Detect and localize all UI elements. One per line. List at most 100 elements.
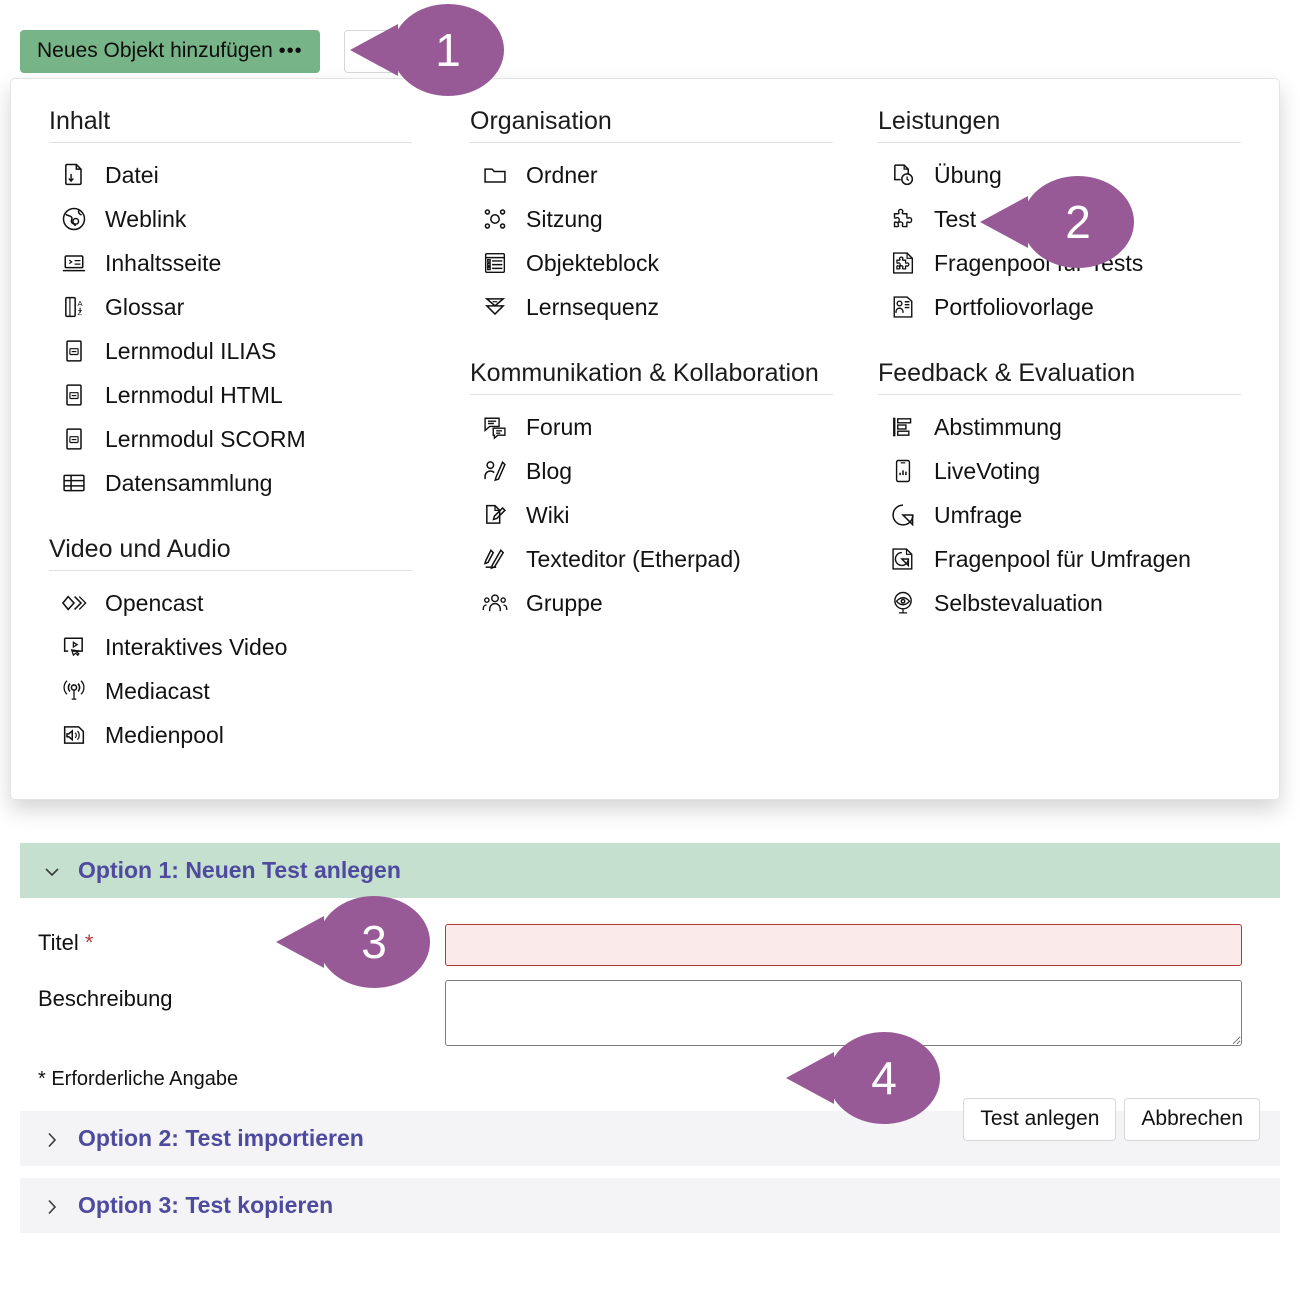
menu-item-label: Ordner	[526, 161, 598, 188]
learning-module-icon	[59, 336, 89, 366]
menu-item-label: Lernmodul ILIAS	[105, 337, 277, 364]
folder-icon	[480, 160, 510, 190]
question-pool-test-icon	[888, 248, 918, 278]
required-note: * Erforderliche Angabe	[38, 1068, 239, 1090]
menu-item-forum[interactable]: Forum	[470, 405, 833, 449]
form-actions: Test anlegen Abbrechen	[963, 1098, 1260, 1141]
menu-item-interaktives-video[interactable]: Interaktives Video	[49, 625, 425, 669]
menu-item-lernmodul-html[interactable]: Lernmodul HTML	[49, 373, 425, 417]
livevoting-phone-icon	[888, 456, 918, 486]
cancel-button[interactable]: Abbrechen	[1124, 1098, 1260, 1141]
menu-item-label: Test	[934, 205, 977, 232]
group-title: Leistungen	[878, 107, 1001, 135]
menu-item-label: Opencast	[105, 589, 204, 616]
opencast-diamond-icon	[59, 588, 89, 618]
menu-item-label: Sitzung	[526, 205, 603, 232]
chevron-right-icon	[42, 1129, 62, 1149]
menu-item-label: Mediacast	[105, 677, 210, 704]
content-page-icon	[59, 248, 89, 278]
menu-item-test[interactable]: Test	[878, 197, 1241, 241]
add-new-object-button[interactable]: Neues Objekt hinzufügen •••	[20, 30, 320, 73]
menu-item-label: Wiki	[526, 501, 570, 528]
menu-item-label: LiveVoting	[934, 457, 1041, 484]
option1-header[interactable]: Option 1: Neuen Test anlegen	[20, 843, 1280, 898]
menu-item-label: Abstimmung	[934, 413, 1062, 440]
menu-item-label: Fragenpool für Umfragen	[934, 545, 1191, 572]
menu-item-label: Lernmodul SCORM	[105, 425, 306, 452]
menu-item-medienpool[interactable]: Medienpool	[49, 713, 425, 757]
svg-text:A: A	[78, 299, 84, 308]
callout-number: 3	[361, 916, 387, 968]
callout-number: 1	[435, 24, 461, 76]
create-test-button[interactable]: Test anlegen	[963, 1098, 1117, 1141]
group-divider	[878, 142, 1241, 143]
menu-item-abstimmung[interactable]: Abstimmung	[878, 405, 1241, 449]
self-evaluation-eye-icon	[888, 588, 918, 618]
description-row: Beschreibung	[20, 980, 1280, 1046]
menu-item-label: Datei	[105, 161, 159, 188]
menu-item-portfoliovorlage[interactable]: Portfoliovorlage	[878, 285, 1241, 329]
menu-item-livevoting[interactable]: LiveVoting	[878, 449, 1241, 493]
menu-item-label: Lernsequenz	[526, 293, 659, 320]
option1-body: Titel * Beschreibung * Erforderliche Ang…	[20, 898, 1280, 1141]
menu-item-fragenpool-fuer-umfragen[interactable]: Fragenpool für Umfragen	[878, 537, 1241, 581]
menu-item-inhaltsseite[interactable]: Inhaltsseite	[49, 241, 425, 285]
globe-icon	[59, 204, 89, 234]
etherpad-pen-icon	[480, 544, 510, 574]
menu-item-lernsequenz[interactable]: Lernsequenz	[470, 285, 833, 329]
poll-bars-icon	[888, 412, 918, 442]
question-pool-survey-icon	[888, 544, 918, 574]
callout-marker-3: 3	[318, 896, 430, 988]
menu-item-weblink[interactable]: Weblink	[49, 197, 425, 241]
group-title: Video und Audio	[49, 535, 231, 563]
description-label: Beschreibung	[38, 986, 173, 1011]
menu-item-label: Weblink	[105, 205, 187, 232]
menu-item-label: Selbstevaluation	[934, 589, 1103, 616]
menu-item-uebung[interactable]: Übung	[878, 153, 1241, 197]
portfolio-template-icon	[888, 292, 918, 322]
menu-item-datensammlung[interactable]: Datensammlung	[49, 461, 425, 505]
menu-item-objekteblock[interactable]: Objekteblock	[470, 241, 833, 285]
menu-item-umfrage[interactable]: Umfrage	[878, 493, 1241, 537]
title-label: Titel *	[20, 924, 445, 956]
blog-person-pen-icon	[480, 456, 510, 486]
menu-item-label: Datensammlung	[105, 469, 273, 496]
menu-item-wiki[interactable]: Wiki	[470, 493, 833, 537]
table-grid-icon	[59, 468, 89, 498]
menu-item-texteditor-etherpad[interactable]: Texteditor (Etherpad)	[470, 537, 833, 581]
group-title: Feedback & Evaluation	[878, 359, 1136, 387]
menu-item-datei[interactable]: Datei	[49, 153, 425, 197]
title-row: Titel *	[20, 924, 1280, 966]
menu-item-blog[interactable]: Blog	[470, 449, 833, 493]
option2-title: Option 2: Test importieren	[78, 1125, 364, 1151]
option3-header[interactable]: Option 3: Test kopieren	[20, 1178, 1280, 1233]
menu-item-label: Forum	[526, 413, 593, 440]
menu-item-lernmodul-scorm[interactable]: Lernmodul SCORM	[49, 417, 425, 461]
title-input[interactable]	[445, 924, 1242, 966]
ellipsis-icon: •••	[278, 40, 303, 62]
forum-chat-icon	[480, 412, 510, 442]
required-asterisk: *	[84, 930, 94, 955]
menu-item-lernmodul-ilias[interactable]: Lernmodul ILIAS	[49, 329, 425, 373]
test-puzzle-icon	[888, 204, 918, 234]
menu-item-ordner[interactable]: Ordner	[470, 153, 833, 197]
panel-column-organisation: Organisation Ordner Sitzung Objekteblock…	[425, 107, 833, 757]
file-download-icon	[59, 160, 89, 190]
exercise-clock-icon	[888, 160, 918, 190]
callout-number: 2	[1065, 196, 1091, 248]
callout-number: 4	[871, 1052, 897, 1104]
menu-item-label: Inhaltsseite	[105, 249, 222, 276]
menu-item-gruppe[interactable]: Gruppe	[470, 581, 833, 625]
menu-item-sitzung[interactable]: Sitzung	[470, 197, 833, 241]
menu-item-selbstevaluation[interactable]: Selbstevaluation	[878, 581, 1241, 625]
menu-item-opencast[interactable]: Opencast	[49, 581, 425, 625]
menu-item-label: Portfoliovorlage	[934, 293, 1094, 320]
group-title: Organisation	[470, 107, 612, 135]
menu-item-label: Umfrage	[934, 501, 1023, 528]
group-divider	[470, 394, 833, 395]
menu-item-mediacast[interactable]: Mediacast	[49, 669, 425, 713]
title-label-text: Titel	[38, 930, 79, 955]
session-nodes-icon	[480, 204, 510, 234]
chevron-down-icon	[42, 861, 62, 881]
